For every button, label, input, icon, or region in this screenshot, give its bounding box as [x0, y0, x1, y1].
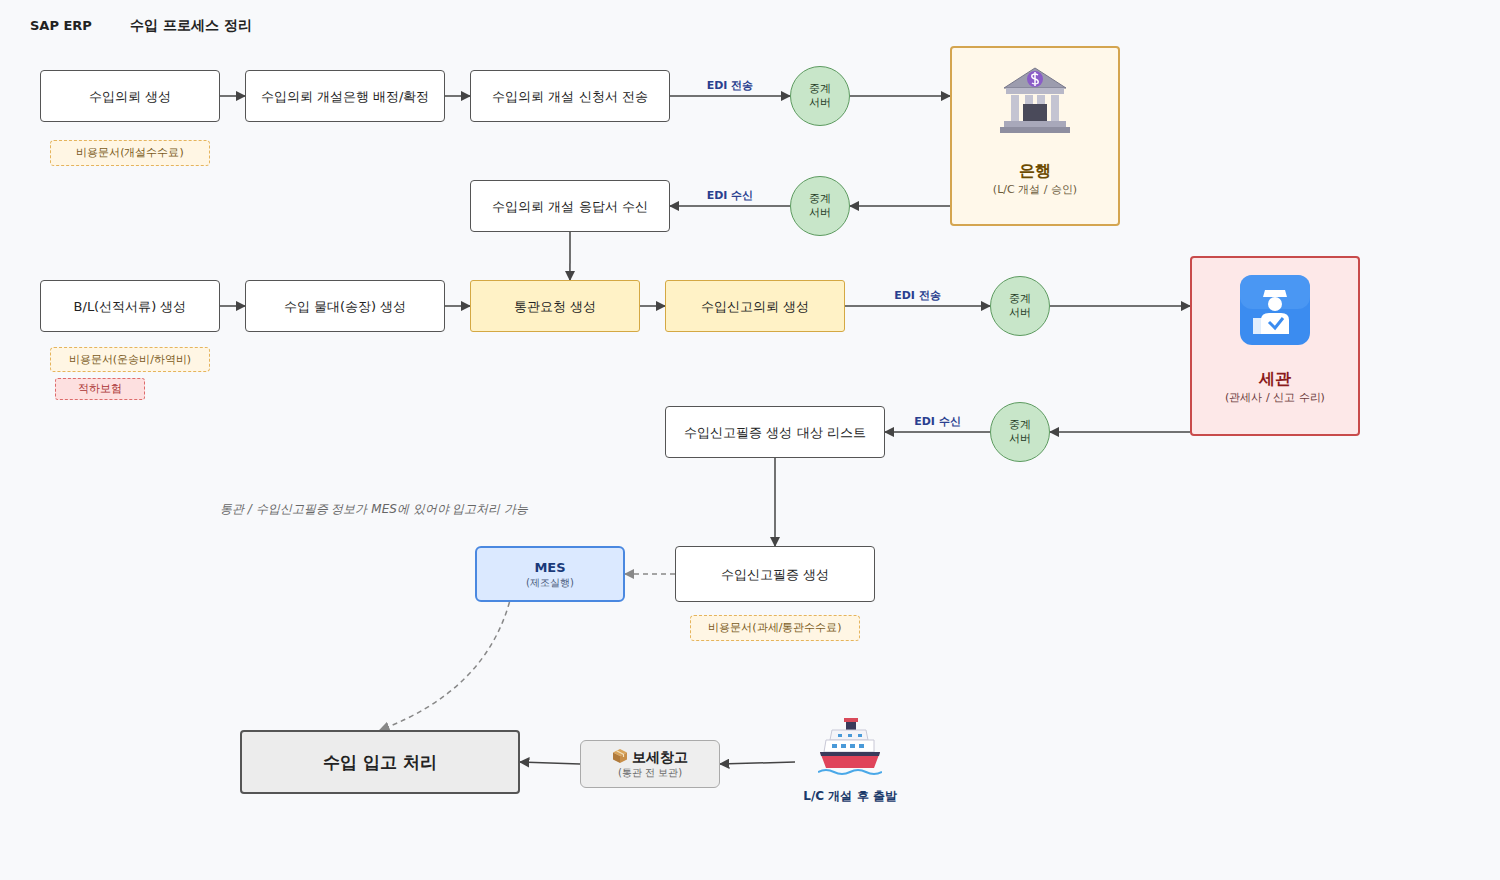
flow-arrow	[885, 431, 990, 433]
node-label: 중계 서버	[1006, 292, 1034, 320]
flow-arrow	[1050, 305, 1190, 307]
edge-label: EDI 수신	[707, 188, 754, 203]
node-label: 중계 서버	[1006, 418, 1034, 446]
relay-server-circle: 중계 서버	[990, 402, 1050, 462]
process-box: 수입신고필증 생성	[675, 546, 875, 602]
node-label: 수입의뢰 개설은행 배정/확정	[261, 88, 430, 105]
goods-receipt-box: 수입 입고 처리	[240, 730, 520, 794]
node-label: 비용문서(개설수수료)	[76, 146, 184, 160]
flow-arrow	[670, 95, 790, 97]
relay-server-circle: 중계 서버	[990, 276, 1050, 336]
flow-arrow	[445, 95, 470, 97]
process-box: 수입의뢰 개설은행 배정/확정	[245, 70, 445, 122]
process-box: 수입의뢰 개설 응답서 수신	[470, 180, 670, 232]
flow-arrow	[1050, 431, 1190, 433]
node-label: 중계 서버	[806, 82, 834, 110]
note-text: 통관 / 수입신고필증 정보가 MES에 있어야 입고처리 가능	[220, 501, 528, 518]
node-label: 수입의뢰 생성	[89, 88, 171, 105]
flow-arrow	[520, 762, 580, 764]
flow-arrow	[670, 205, 790, 207]
node-label: 수입신고필증 생성	[721, 566, 829, 583]
process-box: 수입신고필증 생성 대상 리스트	[665, 406, 885, 458]
insurance-tag: 적하보험	[55, 378, 145, 400]
customs-process-box: 통관요청 생성	[470, 280, 640, 332]
node-label: 수입의뢰 개설 응답서 수신	[492, 198, 647, 215]
node-subtitle: (L/C 개설 / 승인)	[993, 182, 1077, 198]
flow-arrow	[850, 205, 950, 207]
node-subtitle: (통관 전 보관)	[618, 766, 682, 780]
flow-arrow	[445, 305, 470, 307]
node-label: 수입 물대(송장) 생성	[284, 298, 406, 315]
flow-arrow	[850, 95, 950, 97]
process-box: 수입의뢰 개설 신청서 전송	[470, 70, 670, 122]
node-label: 비용문서(과세/통관수수료)	[708, 621, 841, 635]
flow-arrow	[569, 232, 571, 280]
system-name: SAP ERP	[30, 18, 92, 33]
ship-icon	[818, 716, 882, 778]
edge-label: EDI 전송	[894, 288, 941, 303]
cost-document-tag: 비용문서(개설수수료)	[50, 140, 210, 166]
node-label: 비용문서(운송비/하역비)	[69, 353, 191, 367]
bonded-warehouse-box: 보세창고(통관 전 보관)	[580, 740, 720, 788]
node-label: L/C 개설 후 출발	[803, 788, 896, 804]
node-subtitle: (관세사 / 신고 수리)	[1225, 390, 1325, 406]
mes-system-box: MES(제조실행)	[475, 546, 625, 602]
cost-document-tag: 비용문서(운송비/하역비)	[50, 347, 210, 372]
flow-arrow	[845, 305, 990, 307]
flow-arrow	[774, 458, 776, 546]
node-label: MES	[534, 559, 565, 576]
relay-server-circle: 중계 서버	[790, 66, 850, 126]
dashed-flow-arrow	[625, 573, 675, 575]
flow-arrow	[720, 762, 795, 764]
node-label: 수입 입고 처리	[323, 751, 437, 773]
node-label: 세관	[1259, 368, 1291, 390]
node-label: B/L(선적서류) 생성	[74, 298, 187, 315]
dashed-flow-arrow	[380, 602, 510, 730]
node-label: 통관요청 생성	[514, 298, 596, 315]
node-label: 수입신고필증 생성 대상 리스트	[684, 424, 865, 441]
node-label: 수입신고의뢰 생성	[701, 298, 809, 315]
edge-label: EDI 전송	[707, 78, 754, 93]
flow-arrow	[220, 305, 245, 307]
process-box: 수입 물대(송장) 생성	[245, 280, 445, 332]
bank-box: 은행(L/C 개설 / 승인)	[950, 46, 1120, 226]
ship-node: L/C 개설 후 출발	[795, 716, 905, 808]
node-label: 수입의뢰 개설 신청서 전송	[492, 88, 647, 105]
cost-document-tag: 비용문서(과세/통관수수료)	[690, 615, 860, 641]
node-label: 보세창고	[612, 748, 688, 766]
relay-server-circle: 중계 서버	[790, 176, 850, 236]
customs-box: 세관(관세사 / 신고 수리)	[1190, 256, 1360, 436]
customs-process-box: 수입신고의뢰 생성	[665, 280, 845, 332]
diagram-title: 수입 프로세스 정리	[130, 17, 252, 35]
flow-arrow	[220, 95, 245, 97]
edge-label: EDI 수신	[914, 414, 961, 429]
flow-arrow	[640, 305, 665, 307]
process-box: B/L(선적서류) 생성	[40, 280, 220, 332]
node-label: 적하보험	[78, 382, 122, 396]
node-subtitle: (제조실행)	[526, 576, 574, 590]
node-label: 중계 서버	[806, 192, 834, 220]
process-box: 수입의뢰 생성	[40, 70, 220, 122]
node-label: 은행	[1019, 160, 1051, 182]
